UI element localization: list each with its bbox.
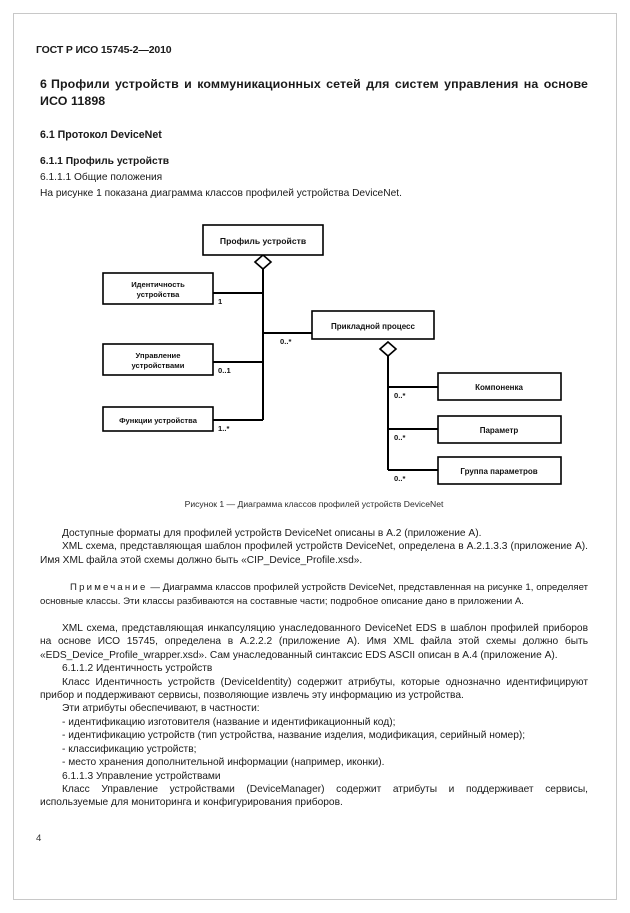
heading-6-1: 6.1 Протокол DeviceNet bbox=[40, 129, 162, 141]
box-parameter bbox=[437, 415, 562, 444]
box-label-parameter-group: Группа параметров bbox=[460, 467, 537, 476]
running-head: ГОСТ Р ИСО 15745-2—2010 bbox=[36, 44, 172, 56]
box-device-function bbox=[102, 406, 214, 432]
bullet-item-3: - классификацию устройств; bbox=[62, 743, 197, 755]
box-device-identity bbox=[102, 272, 214, 305]
paragraph-2: XML схема, представляющая шаблон профиле… bbox=[40, 541, 588, 566]
box-application-process bbox=[311, 310, 435, 340]
multiplicity-application-process: 0..* bbox=[280, 337, 291, 346]
bullet-item-4: - место хранения дополнительной информац… bbox=[62, 757, 385, 769]
box-label-component: Компоненка bbox=[475, 383, 523, 392]
box-device-profile bbox=[202, 224, 324, 256]
paragraph-1: Доступные форматы для профилей устройств… bbox=[62, 528, 482, 539]
note-paragraph: Примечание — Диаграмма классов профилей … bbox=[40, 581, 588, 608]
multiplicity-function: 1..* bbox=[218, 424, 229, 433]
heading-6-1-1: 6.1.1 Профиль устройств bbox=[40, 156, 170, 167]
aggregation-diamond-application-process bbox=[378, 340, 398, 358]
box-label-device-manager-line2: устройствами bbox=[132, 361, 185, 370]
multiplicity-parameter-group: 0..* bbox=[394, 474, 405, 483]
note-label: Примечание bbox=[70, 582, 148, 594]
heading-6-1-1-3: 6.1.1.3 Управление устройствами bbox=[62, 770, 221, 782]
heading-6-1-1-2: 6.1.1.2 Идентичность устройств bbox=[62, 663, 213, 675]
box-component bbox=[437, 372, 562, 401]
note-body: — Диаграмма классов профилей устройств D… bbox=[40, 582, 588, 607]
box-label-application-process: Прикладной процесс bbox=[331, 322, 415, 331]
bullet-item-2: - идентификацию устройств (тип устройств… bbox=[62, 730, 526, 742]
box-label-device-identity-line2: устройства bbox=[137, 290, 180, 299]
box-label-device-manager-line1: Управление bbox=[136, 351, 181, 360]
box-device-manager bbox=[102, 343, 214, 376]
box-label-device-profile: Профиль устройств bbox=[220, 236, 306, 246]
paragraph-4: Класс Идентичность устройств (DeviceIden… bbox=[40, 676, 588, 702]
figure-caption: Рисунок 1 — Диаграмма классов профилей у… bbox=[184, 499, 444, 509]
paragraph-6: Класс Управление устройствами (DeviceMan… bbox=[40, 783, 588, 809]
box-parameter-group bbox=[437, 456, 562, 485]
multiplicity-manager: 0..1 bbox=[218, 366, 231, 375]
paragraph-5: Эти атрибуты обеспечивают, в частности: bbox=[62, 703, 260, 715]
box-label-parameter: Параметр bbox=[480, 426, 519, 435]
page-number: 4 bbox=[36, 833, 42, 844]
section-number: 6 bbox=[40, 77, 47, 91]
box-label-device-identity-line1: Идентичность bbox=[131, 280, 185, 289]
multiplicity-component: 0..* bbox=[394, 391, 405, 400]
multiplicity-identity: 1 bbox=[218, 297, 223, 306]
heading-6-1-1-1: 6.1.1.1 Общие положения bbox=[40, 172, 163, 183]
section-title-text: Профили устройств и коммуникационных сет… bbox=[40, 77, 588, 108]
lead-paragraph: На рисунке 1 показана диаграмма классов … bbox=[40, 188, 402, 199]
aggregation-diamond-device-profile bbox=[253, 253, 273, 271]
bullet-item-1: - идентификацию изготовителя (название и… bbox=[62, 716, 396, 728]
body-text: Доступные форматы для профилей устройств… bbox=[40, 527, 588, 810]
uml-class-diagram: Профиль устройств Идентичность устройств… bbox=[102, 224, 562, 485]
figure-1: Профиль устройств Идентичность устройств… bbox=[40, 215, 588, 509]
box-label-device-function: Функции устройства bbox=[119, 416, 198, 425]
multiplicity-parameter: 0..* bbox=[394, 433, 405, 442]
paragraph-3: XML схема, представляющая инкапсуляцию у… bbox=[40, 623, 588, 661]
